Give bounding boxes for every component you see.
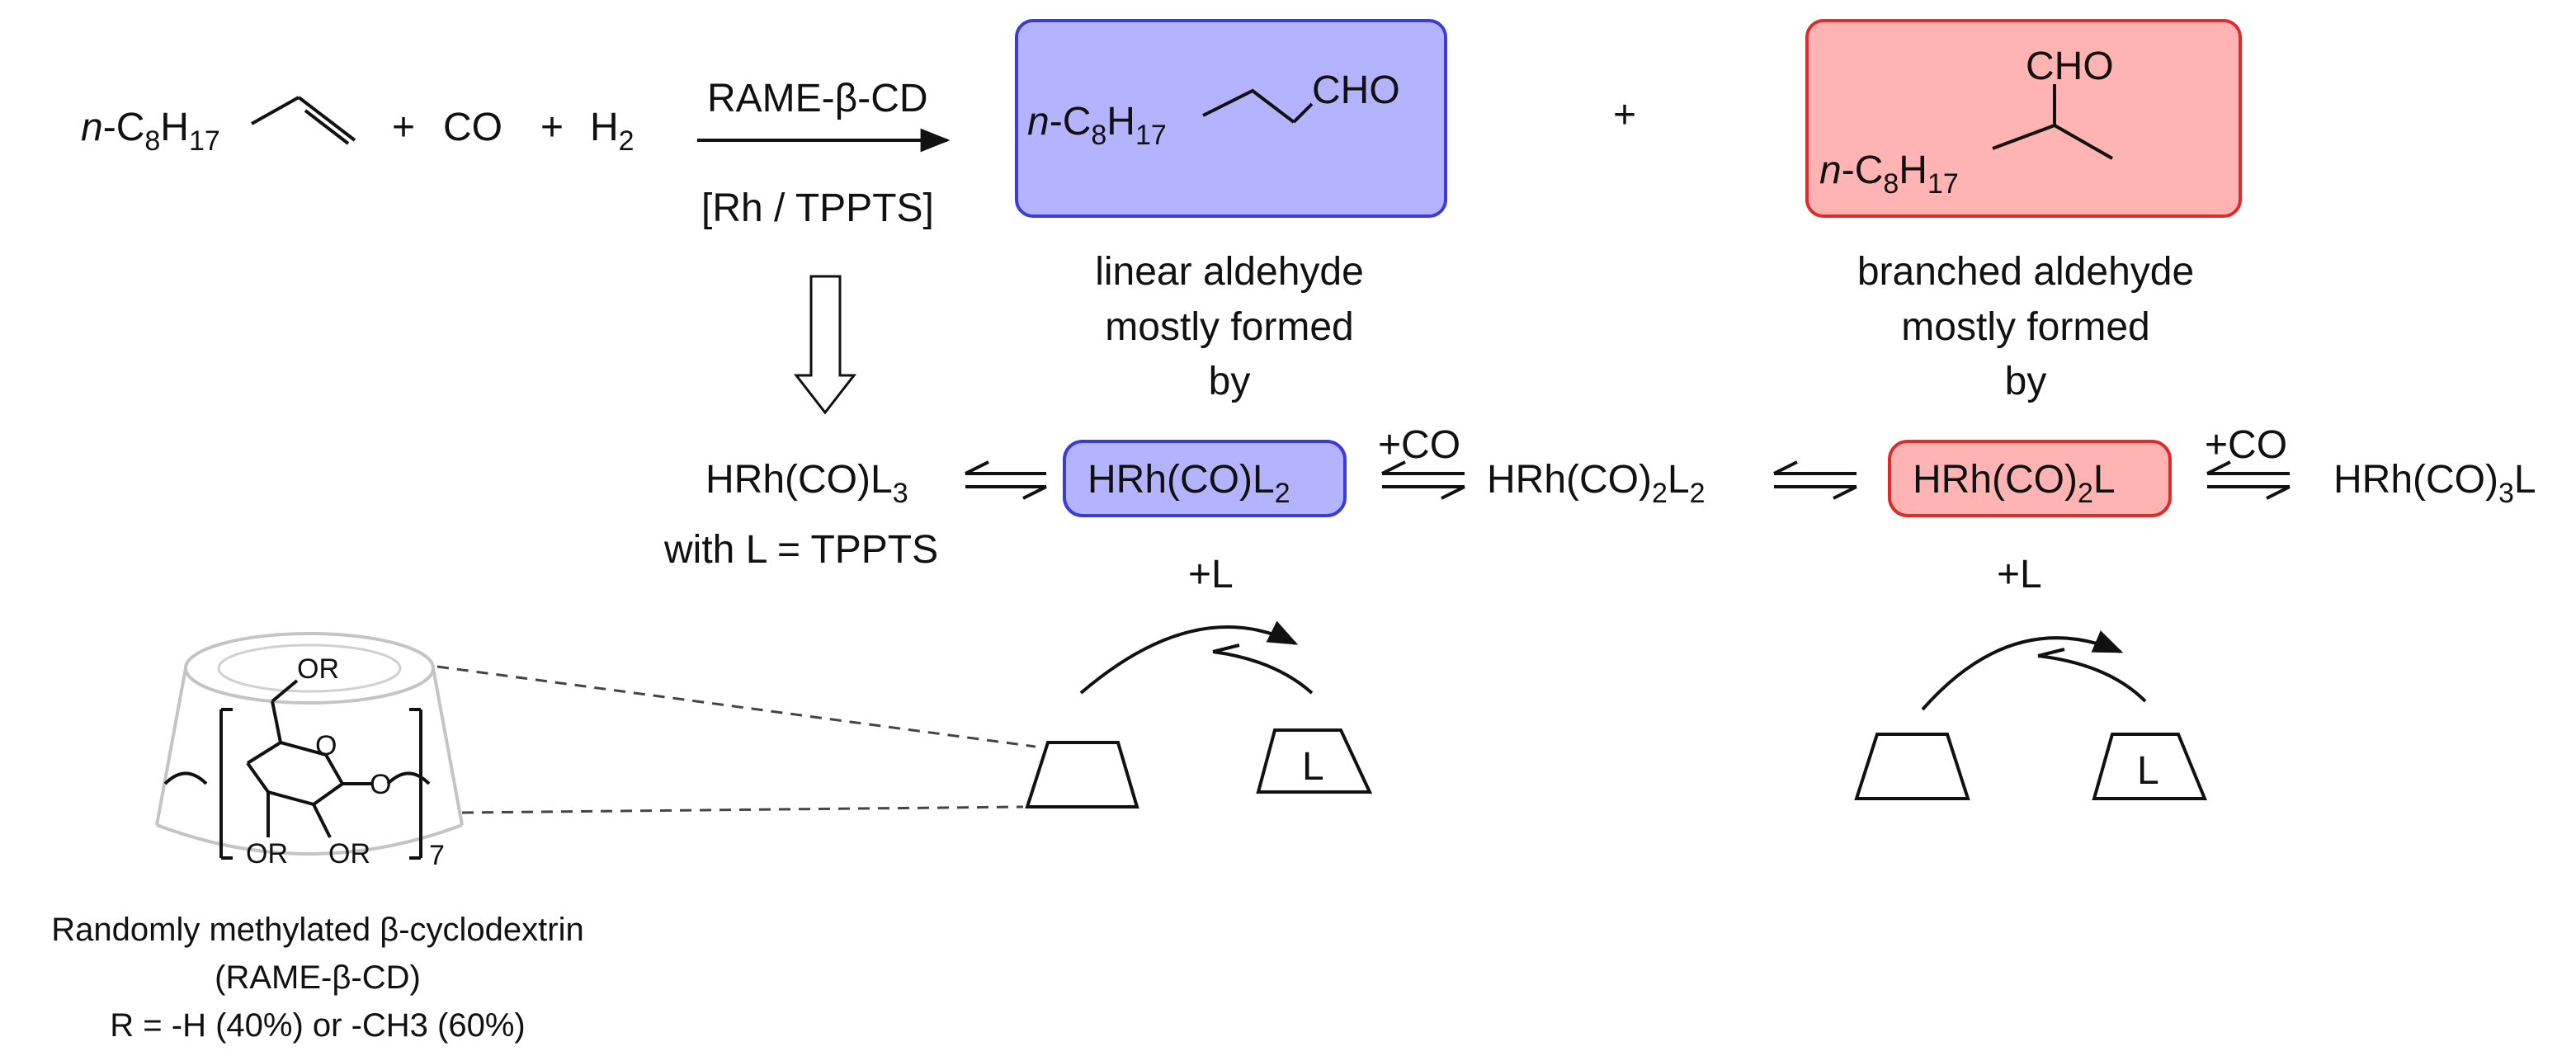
cd-caption-line1: Randomly methylated β-cyclodextrin xyxy=(51,912,584,948)
cd-caption-line3: R = -H (40%) or -CH3 (60%) xyxy=(110,1007,525,1044)
branched-product: CHO n-C8H17 xyxy=(1805,19,2242,218)
alkene-bond xyxy=(297,96,356,142)
alkene-bond xyxy=(251,96,300,125)
alkene-double-bond xyxy=(304,109,350,145)
exchange-left: L xyxy=(1025,620,1373,808)
linear-chain-bond xyxy=(1292,102,1314,124)
glycosidic-oxygen-label: O xyxy=(370,769,391,800)
linear-caption: linear aldehyde mostly formed by xyxy=(1095,250,1364,403)
ligand-label-1: L xyxy=(1302,745,1324,789)
cyclodextrin-with-ligand-icon xyxy=(1256,728,1373,794)
curved-arrow-forward-2 xyxy=(1921,630,2124,711)
species-box-linear xyxy=(1063,440,1347,517)
reactant-prefix: n xyxy=(81,106,103,149)
linear-chain-bonds xyxy=(1202,88,1295,124)
linear-cho-label: CHO xyxy=(1312,68,1400,112)
branched-cho-label: CHO xyxy=(2026,45,2114,88)
catalyst-top-label: RAME-β-CD xyxy=(707,77,928,120)
equilibrium-arrows-1 xyxy=(965,460,1047,500)
equilibrium-arrows-2 xyxy=(1381,460,1465,500)
curved-arrow-forward xyxy=(1079,620,1299,695)
add-l-label-1: +L xyxy=(1188,553,1234,596)
equilibrium-arrows-3 xyxy=(1773,460,1857,500)
curved-arrow-back-2 xyxy=(2037,654,2147,703)
species-hrh-co-l2: HRh(CO)L2 xyxy=(1087,458,1290,509)
branched-product-box xyxy=(1805,19,2242,218)
exchange-right: L xyxy=(1854,630,2207,800)
cyclodextrin-cone xyxy=(155,632,1036,856)
ligand-label-2: L xyxy=(2137,749,2159,793)
branched-caption: branched aldehyde mostly formed by xyxy=(1857,250,2194,403)
reactant-formula: n-C8H17 xyxy=(81,106,220,157)
repeat-count: 7 xyxy=(429,840,445,871)
plus-sign: + xyxy=(392,106,415,149)
co-label: CO xyxy=(443,106,502,149)
products-plus: + xyxy=(1613,93,1636,137)
branched-caption-line3: by xyxy=(2005,360,2047,403)
branched-bonds xyxy=(1992,123,2113,160)
species-hrh-co3-l: HRh(CO)3L xyxy=(2333,458,2536,509)
empty-cyclodextrin-icon-2 xyxy=(1854,733,1970,800)
species-hrh-co2-l2: HRh(CO)2L2 xyxy=(1487,458,1706,509)
empty-cyclodextrin-icon xyxy=(1025,741,1139,808)
linear-caption-line3: by xyxy=(1209,360,1251,403)
species-box-branched xyxy=(1888,440,2172,517)
or-bottom-left-label: OR xyxy=(246,838,288,870)
equilibrium-arrows-4 xyxy=(2206,460,2291,500)
h2-label: H2 xyxy=(590,106,635,157)
equilibria-row: HRh(CO)L3 with L = TPPTS HRh(CO)L2 +CO H… xyxy=(663,423,2536,572)
branched-caption-line1: branched aldehyde xyxy=(1857,250,2194,294)
linear-product-box xyxy=(1015,19,1447,218)
dashed-connector-top xyxy=(436,665,1036,748)
catalyst-arrow: RAME-β-CD [Rh / TPPTS] xyxy=(697,77,951,415)
linear-product: n-C8H17 CHO xyxy=(1015,19,1447,218)
add-co-label-1: +CO xyxy=(1378,423,1460,467)
glucose-unit: 7 OR O O OR OR xyxy=(163,653,445,871)
add-co-label-2: +CO xyxy=(2205,423,2287,467)
or-top-label: OR xyxy=(297,653,339,685)
branched-caption-line2: mostly formed xyxy=(1901,305,2149,349)
add-l-label-2: +L xyxy=(1997,553,2042,596)
ligand-note: with L = TPPTS xyxy=(663,528,938,572)
dashed-connector-bottom xyxy=(461,805,1024,814)
species-hrh-co-l3: HRh(CO)L3 xyxy=(705,458,908,509)
hollow-down-arrow xyxy=(793,275,857,415)
plus-sign: + xyxy=(540,106,564,149)
linear-caption-line1: linear aldehyde xyxy=(1095,250,1364,294)
cyclodextrin-with-ligand-icon-2 xyxy=(2092,733,2207,800)
or-bottom-right-label: OR xyxy=(328,838,370,870)
ring-oxygen-label: O xyxy=(315,730,337,761)
cd-caption-line2: (RAME-β-CD) xyxy=(215,959,421,996)
cyclodextrin-caption: Randomly methylated β-cyclodextrin (RAME… xyxy=(51,912,584,1044)
curved-arrow-back xyxy=(1212,650,1314,695)
catalyst-bottom-label: [Rh / TPPTS] xyxy=(701,186,934,230)
reactant-group: n-C8H17 + CO + H2 xyxy=(81,96,635,157)
linear-caption-line2: mostly formed xyxy=(1105,305,1353,349)
